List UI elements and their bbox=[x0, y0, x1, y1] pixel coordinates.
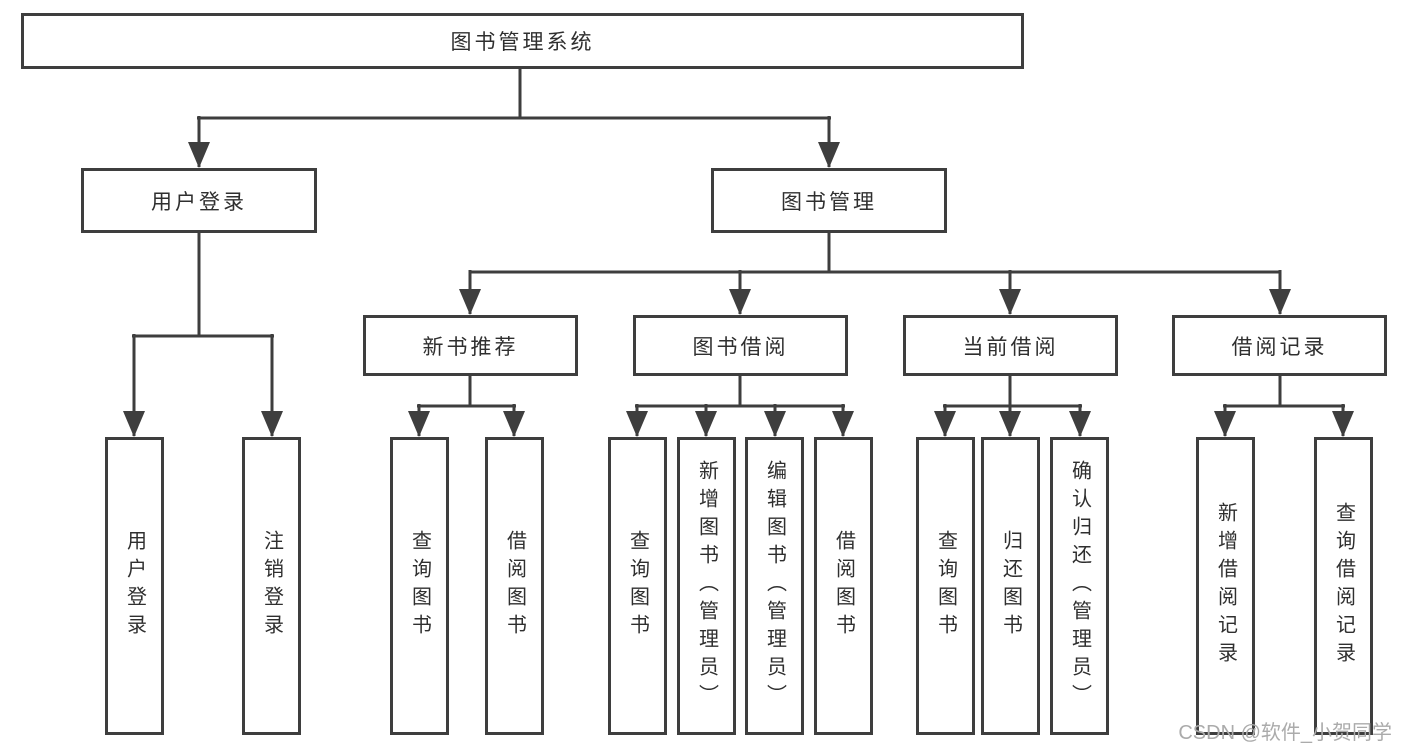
node-leaf-confirm-return-admin: 确认归还（管理员） bbox=[1050, 437, 1109, 735]
node-current-borrowing: 当前借阅 bbox=[903, 315, 1118, 376]
node-label: 新增图书（管理员） bbox=[695, 460, 718, 712]
node-borrowing-records: 借阅记录 bbox=[1172, 315, 1387, 376]
node-label: 用户登录 bbox=[123, 530, 146, 642]
node-label: 借阅记录 bbox=[1231, 335, 1328, 359]
node-label: 图书管理 bbox=[781, 190, 877, 214]
node-label: 注销登录 bbox=[260, 530, 283, 642]
node-label: 借阅图书 bbox=[832, 530, 855, 642]
node-label: 查询图书 bbox=[934, 530, 957, 642]
node-leaf-logout: 注销登录 bbox=[242, 437, 301, 735]
node-label: 新增借阅记录 bbox=[1214, 502, 1237, 670]
node-leaf-query-borrow-record: 查询借阅记录 bbox=[1314, 437, 1373, 735]
node-leaf-add-books-admin: 新增图书（管理员） bbox=[677, 437, 736, 735]
node-leaf-borrow-books: 借阅图书 bbox=[814, 437, 873, 735]
node-label: 编辑图书（管理员） bbox=[763, 460, 786, 712]
node-label: 新书推荐 bbox=[422, 335, 519, 359]
node-leaf-edit-books-admin: 编辑图书（管理员） bbox=[745, 437, 804, 735]
node-leaf-query-books-current: 查询图书 bbox=[916, 437, 975, 735]
node-label: 查询图书 bbox=[408, 530, 431, 642]
node-leaf-return-books: 归还图书 bbox=[981, 437, 1040, 735]
node-user-login: 用户登录 bbox=[81, 168, 317, 233]
node-label: 用户登录 bbox=[151, 190, 247, 214]
node-label: 图书管理系统 bbox=[450, 31, 595, 54]
node-label: 查询图书 bbox=[626, 530, 649, 642]
node-leaf-user-login: 用户登录 bbox=[105, 437, 164, 735]
csdn-watermark: CSDN @软件_小贺同学 bbox=[1178, 722, 1392, 744]
node-book-management: 图书管理 bbox=[711, 168, 947, 233]
node-library-management-system: 图书管理系统 bbox=[21, 13, 1024, 69]
node-leaf-query-books-recommend: 查询图书 bbox=[390, 437, 449, 735]
node-label: 图书借阅 bbox=[692, 335, 789, 359]
node-new-book-recommendation: 新书推荐 bbox=[363, 315, 578, 376]
node-leaf-borrow-books-recommend: 借阅图书 bbox=[485, 437, 544, 735]
node-book-borrowing: 图书借阅 bbox=[633, 315, 848, 376]
node-label: 查询借阅记录 bbox=[1332, 502, 1355, 670]
node-label: 确认归还（管理员） bbox=[1068, 460, 1091, 712]
node-leaf-add-borrow-record: 新增借阅记录 bbox=[1196, 437, 1255, 735]
node-leaf-query-books-borrowing: 查询图书 bbox=[608, 437, 667, 735]
node-label: 当前借阅 bbox=[962, 335, 1059, 359]
node-label: 归还图书 bbox=[999, 530, 1022, 642]
node-label: 借阅图书 bbox=[503, 530, 526, 642]
